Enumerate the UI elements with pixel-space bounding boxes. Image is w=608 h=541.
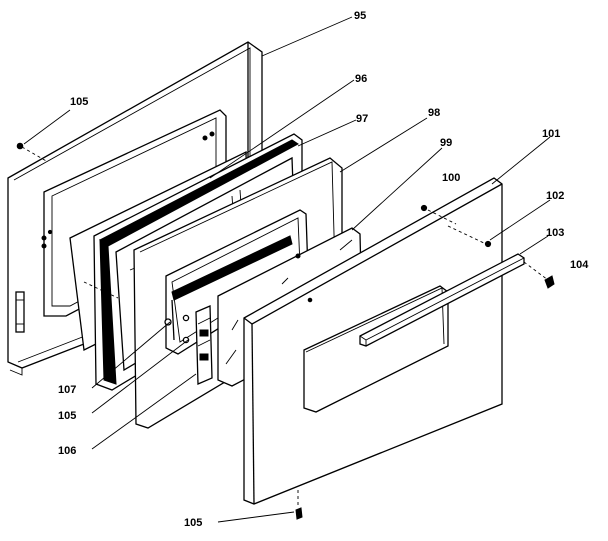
label-105-bottom: 105 [184,517,202,529]
part-103-door-handle [359,253,525,347]
label-98: 98 [428,107,440,119]
label-102: 102 [546,190,564,202]
fasteners [16,142,555,520]
label-105-left: 105 [58,410,76,422]
label-96: 96 [355,73,367,85]
screw-100 [420,204,428,212]
label-105-top: 105 [70,96,88,108]
label-104: 104 [570,259,589,271]
label-97: 97 [356,113,368,125]
label-100: 100 [442,172,460,184]
label-106: 106 [58,445,76,457]
callout-labels: 95 96 97 98 99 100 101 102 103 104 105 1… [58,10,589,529]
screw-104 [544,275,555,289]
alignment-lines [21,146,549,508]
washer-102 [484,240,492,248]
screw-105-top [16,142,24,150]
screw-105-bottom [295,507,303,520]
label-101: 101 [542,128,560,140]
label-95: 95 [354,10,366,22]
leader-lines [23,16,551,523]
label-103: 103 [546,227,564,239]
label-107: 107 [58,384,76,396]
label-99: 99 [440,137,452,149]
